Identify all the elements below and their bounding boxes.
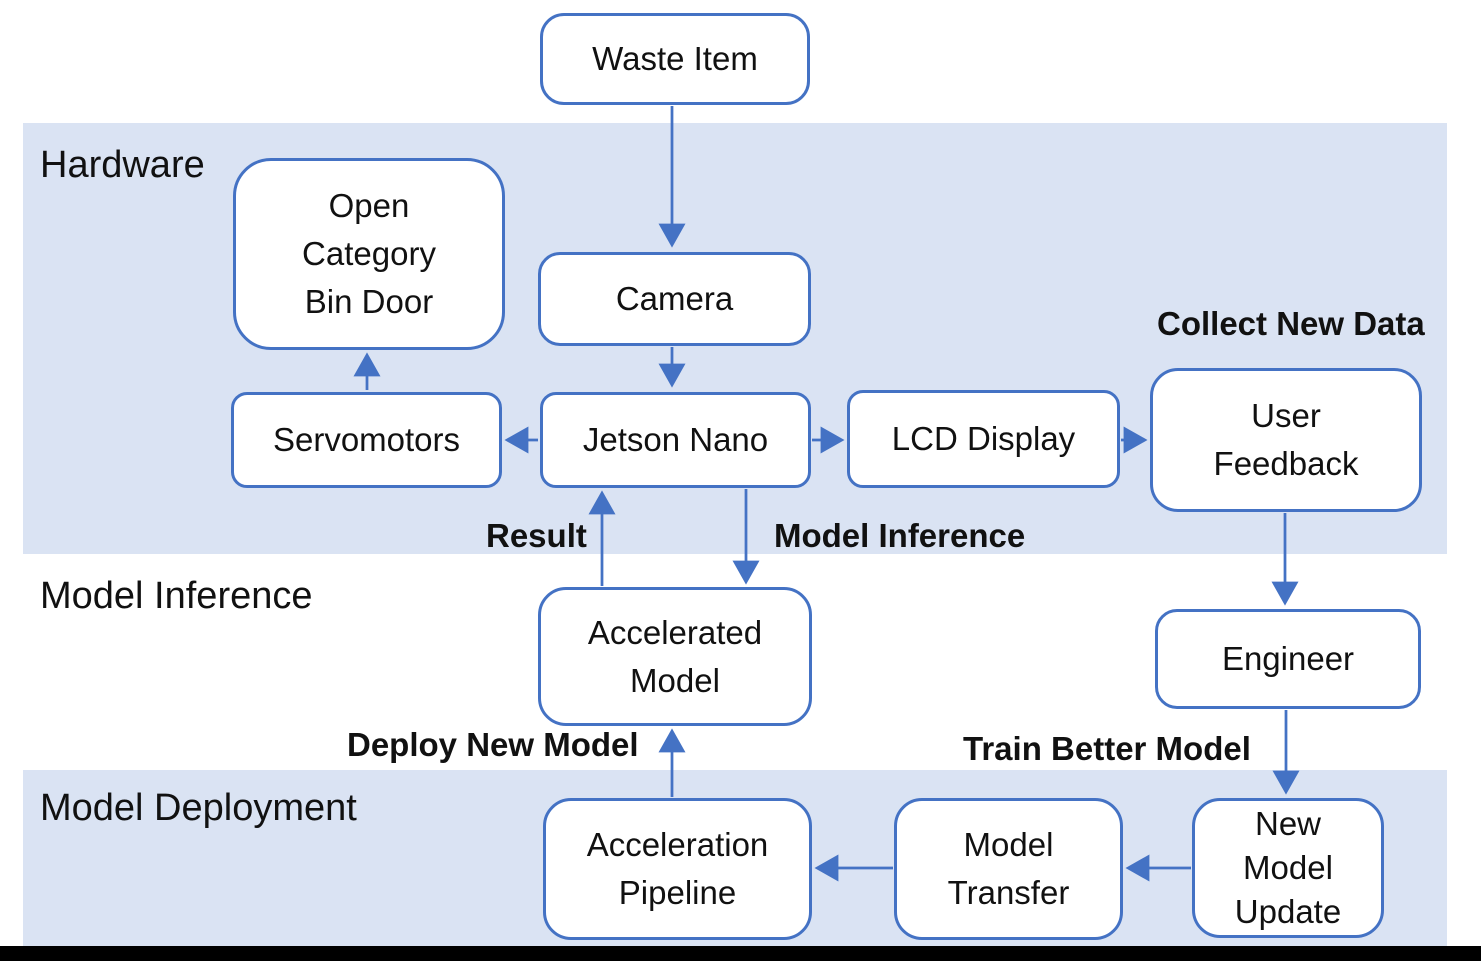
- model-inference-band-label: Model Inference: [40, 575, 313, 617]
- hardware-band-label: Hardware: [40, 144, 205, 186]
- node-label: Model: [630, 661, 720, 699]
- node-label: Acceleration: [586, 826, 769, 863]
- node-label: Accelerated: [587, 613, 763, 651]
- label-model-inference-flow: Model Inference: [774, 517, 1026, 554]
- label-train-better-model: Train Better Model: [963, 730, 1251, 767]
- node-label: Jetson Nano: [582, 421, 769, 458]
- node-label: Engineer: [1221, 640, 1355, 677]
- node-new-model-update: New Model Update: [1192, 798, 1384, 938]
- node-label: Feedback: [1213, 445, 1359, 482]
- node-label: Servomotors: [272, 421, 461, 458]
- node-label: Camera: [615, 280, 734, 317]
- node-label: Bin Door: [304, 283, 434, 320]
- node-label: LCD Display: [891, 420, 1076, 457]
- node-accelerated-model: Accelerated Model: [538, 587, 812, 726]
- node-label: Transfer: [947, 874, 1070, 911]
- node-label: User: [1251, 397, 1321, 434]
- node-label: Pipeline: [618, 874, 737, 911]
- label-collect-new-data: Collect New Data: [1157, 305, 1425, 342]
- node-waste-item: Waste Item: [540, 13, 810, 105]
- node-servomotors: Servomotors: [231, 392, 502, 488]
- node-label: Model: [963, 826, 1054, 863]
- node-user-feedback: User Feedback: [1150, 368, 1422, 512]
- node-label: Category: [302, 235, 436, 272]
- node-acceleration-pipeline: Acceleration Pipeline: [543, 798, 812, 940]
- node-label: Update: [1234, 893, 1342, 930]
- node-open-category-bin-door: Open Category Bin Door: [233, 158, 505, 350]
- node-label: New: [1254, 805, 1322, 842]
- model-deployment-band-label: Model Deployment: [40, 787, 357, 829]
- bottom-black-bar: [0, 946, 1481, 961]
- node-camera: Camera: [538, 252, 811, 346]
- node-lcd-display: LCD Display: [847, 390, 1120, 488]
- node-label: Open: [328, 187, 410, 224]
- node-jetson-nano: Jetson Nano: [540, 392, 811, 488]
- label-deploy-new-model: Deploy New Model: [347, 726, 639, 763]
- node-model-transfer: Model Transfer: [894, 798, 1123, 940]
- label-result: Result: [486, 517, 587, 554]
- node-label: Waste Item: [592, 40, 758, 77]
- node-engineer: Engineer: [1155, 609, 1421, 709]
- node-label: Model: [1243, 849, 1333, 886]
